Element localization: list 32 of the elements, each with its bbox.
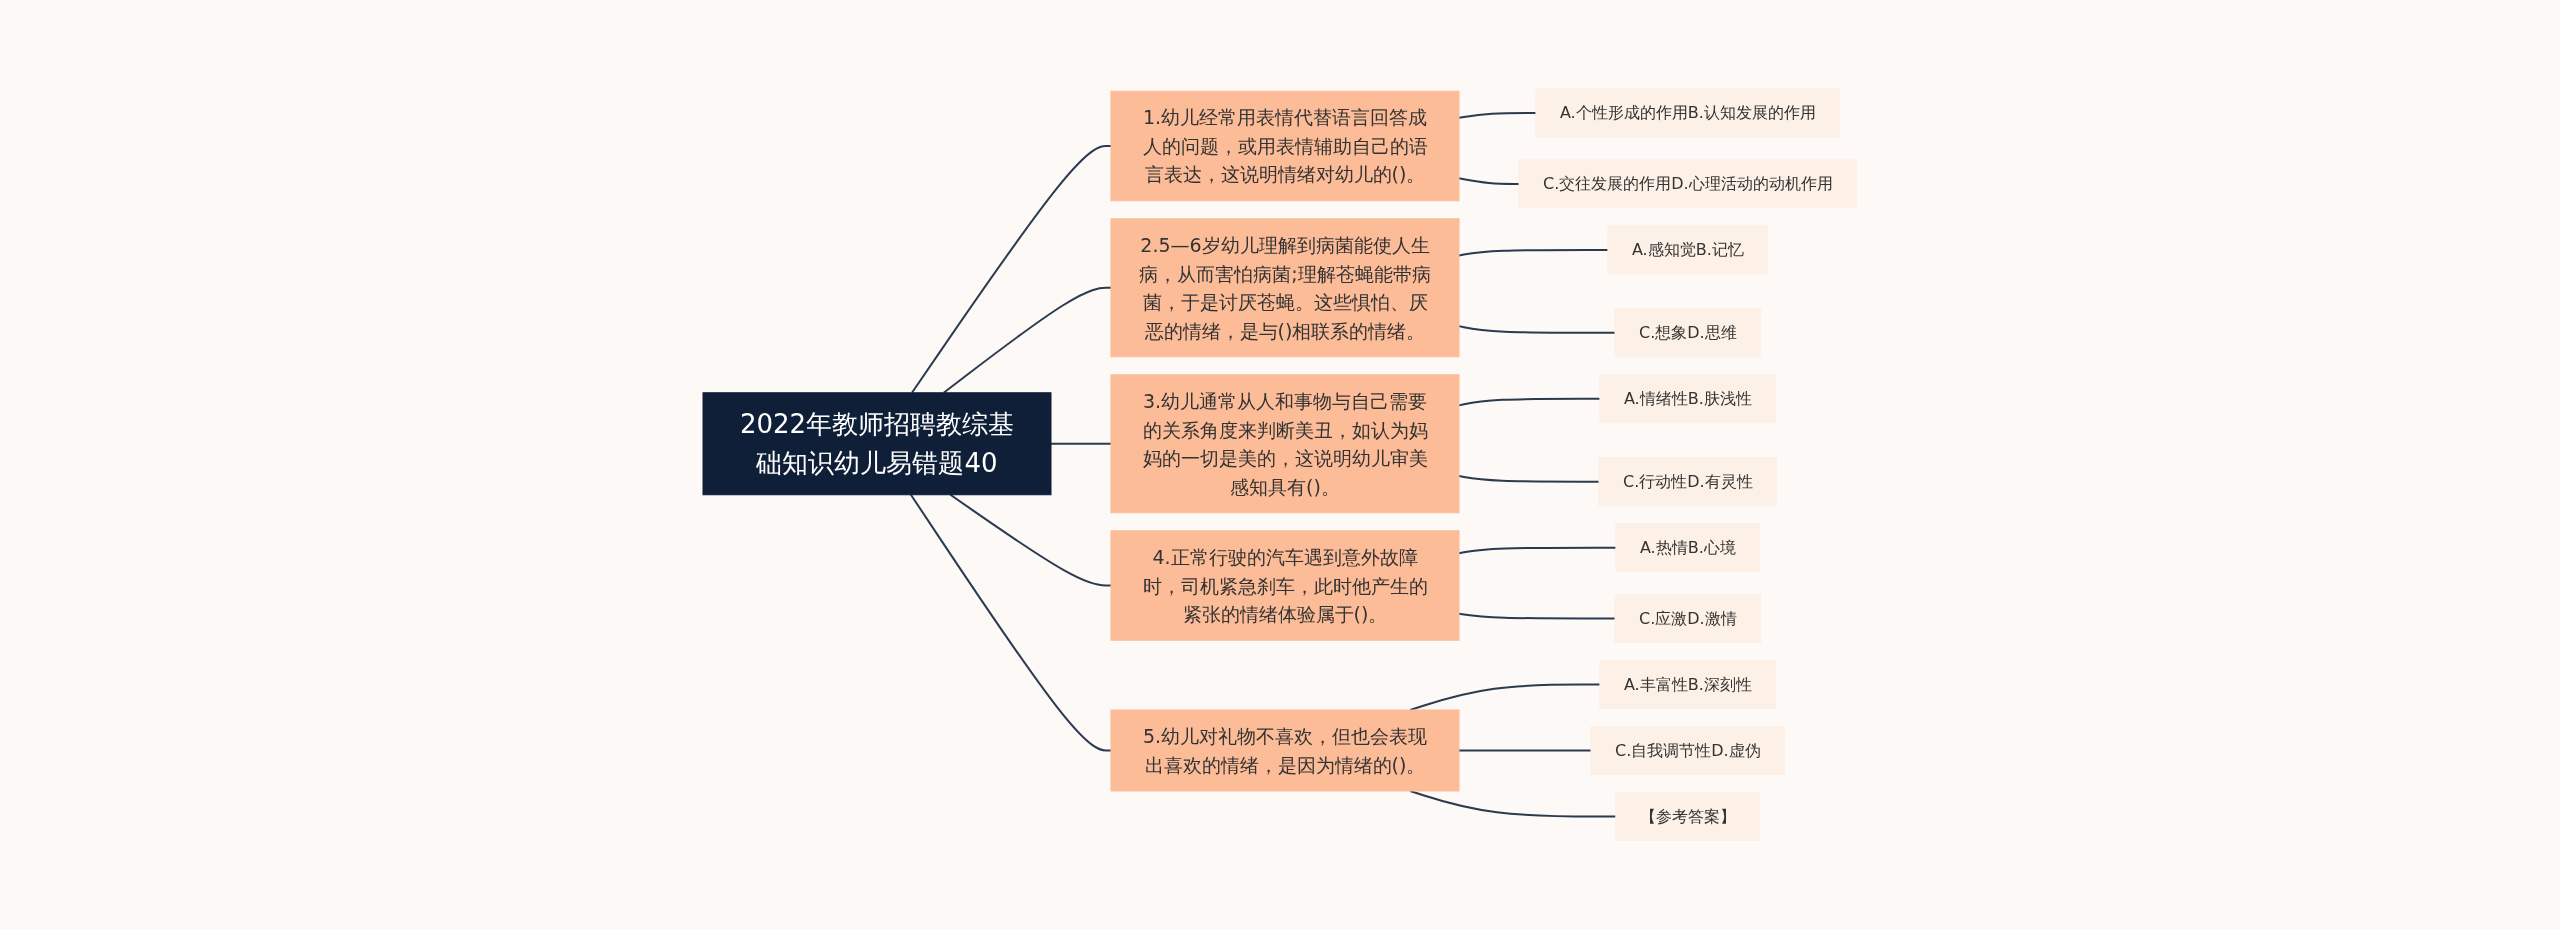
node-box: C.想象D.思维 xyxy=(1614,308,1762,357)
connector xyxy=(1458,474,1601,483)
node-box: A.热情B.心境 xyxy=(1615,522,1761,572)
node-box: 2.5—6岁幼儿理解到病菌能使人生病，从而害怕病菌;理解苍蝇能带病菌，于是讨厌苍蝇。这些惧怕、厌恶的情绪，是与()相联系的情绪。 xyxy=(1110,218,1460,357)
node-box: 5.幼儿对礼物不喜欢，但也会表现出喜欢的情绪，是因为情绪的()。 xyxy=(1110,709,1460,792)
connector xyxy=(949,493,1113,587)
node-box: C.自我调节性D.虚伪 xyxy=(1590,725,1786,775)
connector xyxy=(1458,111,1538,119)
node-box: 3.幼儿通常从人和事物与自己需要的关系角度来判断美丑，如认为妈妈的一切是美的，这说明幼儿审美感知具有()。 xyxy=(1110,374,1460,513)
connector xyxy=(1050,442,1113,445)
node-box: 2022年教师招聘教综基础知识幼儿易错题40 xyxy=(702,392,1052,495)
connector xyxy=(942,286,1113,394)
connector xyxy=(1458,397,1602,407)
connector xyxy=(1458,546,1618,554)
connector xyxy=(1458,248,1610,257)
node-box: 1.幼儿经常用表情代替语言回答成人的问题，或用表情辅助自己的语言表达，这说明情绪对幼儿的()。 xyxy=(1110,90,1460,201)
connector xyxy=(911,144,1113,394)
node-box: A.丰富性B.深刻性 xyxy=(1599,659,1777,709)
connector xyxy=(1409,789,1617,818)
connector xyxy=(1458,177,1521,185)
node-box: C.行动性D.有灵性 xyxy=(1598,456,1778,506)
node-box: C.应激D.激情 xyxy=(1614,593,1762,643)
node-box: C.交往发展的作用D.心理活动的动机作用 xyxy=(1518,159,1858,209)
node-box: A.情绪性B.肤浅性 xyxy=(1599,374,1777,423)
connector xyxy=(1458,749,1593,752)
connector xyxy=(910,493,1113,752)
node-box: 【参考答案】 xyxy=(1615,791,1761,841)
node-box: A.感知觉B.记忆 xyxy=(1607,225,1769,275)
connector xyxy=(1458,324,1617,334)
node-box: A.个性形成的作用B.认知发展的作用 xyxy=(1535,88,1841,138)
connector xyxy=(1458,612,1617,620)
node-box: 4.正常行驶的汽车遇到意外故障时，司机紧急刹车，此时他产生的紧张的情绪体验属于()。 xyxy=(1110,530,1460,641)
